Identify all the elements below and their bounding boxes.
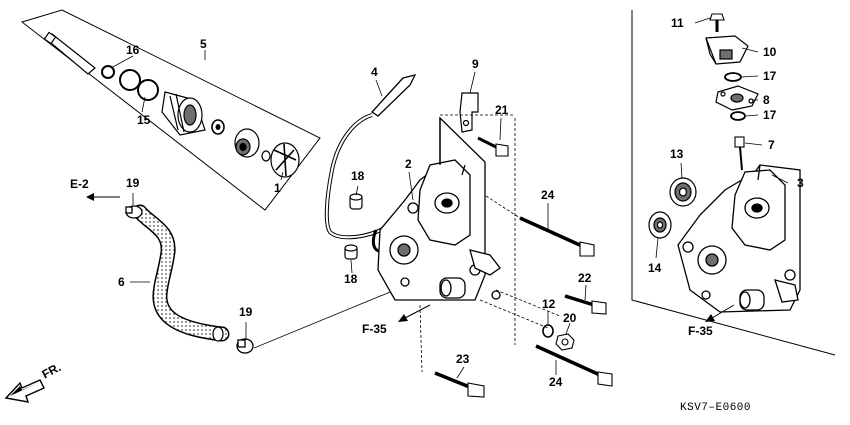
callout-12: 12 [542, 297, 556, 311]
part-10-sensor [705, 35, 749, 65]
part-19-clamp-lower [236, 338, 254, 354]
ref-e2[interactable]: E-2 [70, 177, 89, 191]
callout-23: 23 [456, 352, 470, 366]
f35-right-arrow [705, 304, 735, 322]
part-11-bolt [709, 13, 725, 32]
part-9-bracket [459, 92, 479, 133]
pump-seal [234, 128, 260, 158]
part-17-oring-upper [724, 72, 742, 82]
upper-left-leaders [110, 50, 284, 181]
part-22-bolt [564, 294, 607, 315]
callout-8: 8 [763, 93, 770, 107]
diagram-code: KSV7–E0600 [680, 402, 752, 414]
callout-17-upper: 17 [763, 69, 777, 83]
callout-14: 14 [648, 261, 662, 275]
pump-washer [211, 119, 225, 135]
callout-19-upper: 19 [126, 176, 140, 190]
part-12-washer [542, 324, 554, 338]
callout-13: 13 [670, 147, 684, 161]
callout-19-lower: 19 [239, 305, 253, 319]
part-13-bearing [669, 177, 697, 207]
pump-subassembly-box [20, 9, 321, 211]
part-16-oring [101, 65, 115, 79]
part-17-oring-lower [730, 111, 746, 121]
part-7-plunger [734, 136, 745, 171]
callout-5: 5 [200, 37, 207, 51]
part-1-impeller [261, 142, 300, 178]
ref-f35-right[interactable]: F-35 [688, 324, 713, 338]
callout-1: 1 [274, 181, 281, 195]
right-assembly-box [631, 10, 836, 356]
callout-17-lower: 17 [763, 108, 777, 122]
right-leaders [655, 17, 789, 259]
f35-left-arrow [398, 304, 431, 322]
callout-18-upper: 18 [351, 169, 365, 183]
part-2-case [377, 116, 501, 301]
part-6-hose [132, 204, 230, 342]
part-24-bolt-upper [519, 216, 595, 257]
callout-22: 22 [578, 271, 592, 285]
callout-7: 7 [768, 138, 775, 152]
hose-leaders [130, 193, 396, 349]
callout-16: 16 [126, 43, 140, 57]
callout-10: 10 [763, 45, 777, 59]
callout-4: 4 [371, 65, 378, 79]
part-15-oring [119, 69, 159, 101]
part-18-dowel-lower [344, 244, 358, 260]
callout-15: 15 [137, 113, 151, 127]
callout-3: 3 [797, 176, 804, 190]
part-20-nut [555, 333, 575, 351]
callout-2: 2 [405, 157, 412, 171]
callout-24-lower: 24 [549, 375, 563, 389]
part-8-cover [715, 85, 759, 111]
e2-arrow [86, 193, 120, 201]
part-23-bolt [434, 371, 485, 398]
part-14-bearing [648, 211, 672, 239]
main-leaders [350, 71, 587, 379]
part-3-case [677, 164, 801, 313]
callout-18-lower: 18 [344, 272, 358, 286]
pump-shaft [43, 31, 96, 75]
ref-f35-left[interactable]: F-35 [362, 322, 387, 336]
callout-9: 9 [472, 57, 479, 71]
pump-housing [161, 91, 206, 136]
part-21-bolt [477, 136, 509, 157]
alignment-dashes [419, 114, 561, 373]
callout-24-upper: 24 [541, 188, 555, 202]
part-19-clamp-upper [125, 205, 143, 219]
part-24-bolt-lower [535, 344, 613, 387]
callout-21: 21 [495, 103, 509, 117]
callout-6: 6 [118, 275, 125, 289]
callout-20: 20 [563, 311, 577, 325]
front-direction-arrow [4, 379, 45, 403]
callout-11: 11 [671, 16, 684, 30]
part-18-dowel-upper [349, 193, 363, 210]
